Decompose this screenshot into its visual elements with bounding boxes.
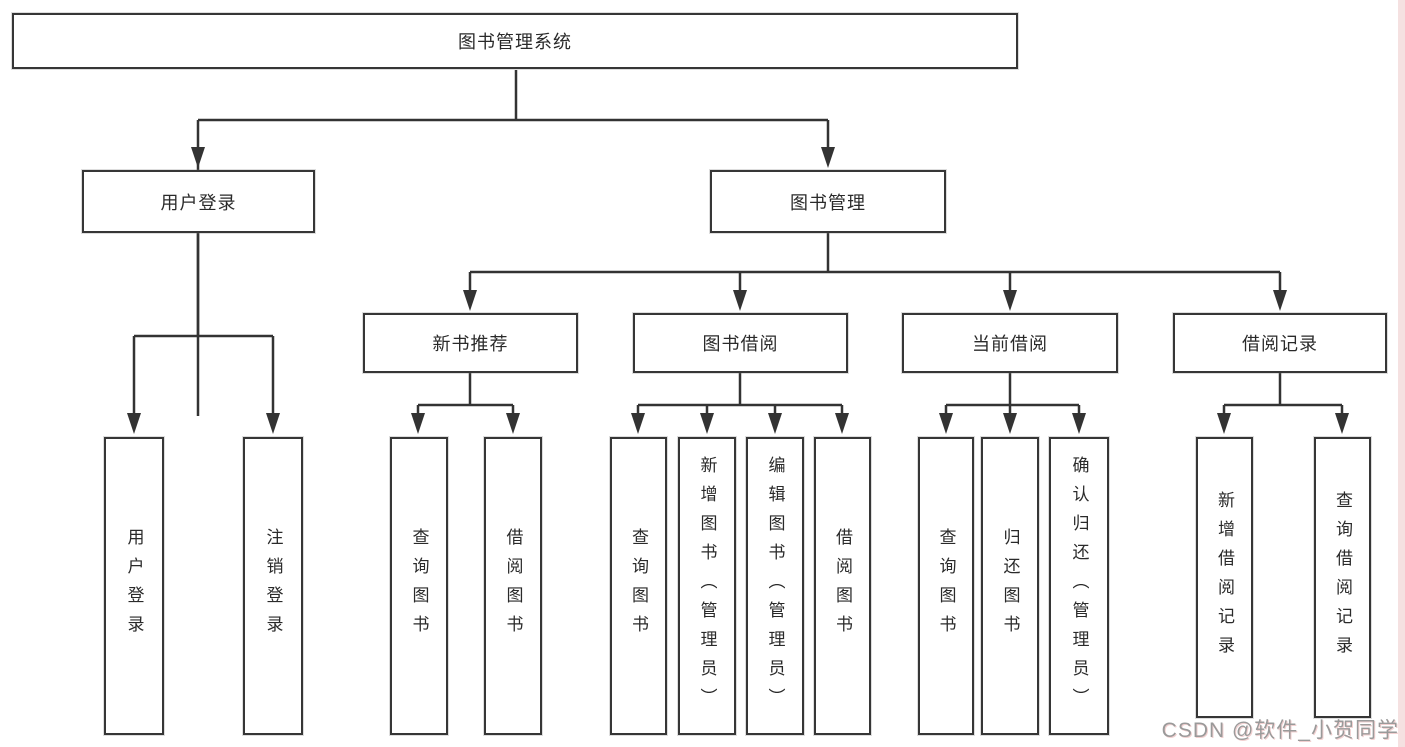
- leaf-query-books-recommend: 查询图书: [390, 437, 448, 735]
- arrowhead-icons: [127, 147, 1349, 434]
- node-new-book-recommend: 新书推荐: [363, 313, 578, 373]
- node-label: 图书管理系统: [458, 32, 572, 52]
- arrow-down-icon: [1003, 290, 1017, 311]
- node-label: 当前借阅: [972, 334, 1048, 354]
- arrow-down-icon: [835, 413, 849, 434]
- edge-borrow-to-leaves: [636, 373, 844, 416]
- leaf-add-books-admin: 新增图书（管理员）: [678, 437, 736, 735]
- arrow-down-icon: [768, 413, 782, 434]
- edge-userlogin-to-leaves: [132, 233, 275, 416]
- right-edge-tint: [1398, 0, 1405, 747]
- node-label: 借阅图书: [833, 528, 852, 644]
- leaf-return-books: 归还图书: [981, 437, 1039, 735]
- node-borrow-records: 借阅记录: [1173, 313, 1387, 373]
- node-label: 确认归还（管理员）: [1069, 455, 1089, 717]
- arrow-down-icon: [411, 413, 425, 434]
- node-label: 借阅图书: [503, 528, 523, 644]
- edge-root-to-level2: [196, 70, 830, 416]
- node-label: 查询图书: [629, 528, 648, 644]
- node-user-login: 用户登录: [82, 170, 315, 233]
- node-label: 图书借阅: [702, 334, 779, 354]
- arrow-down-icon: [631, 413, 645, 434]
- edge-recommend-to-leaves: [416, 373, 515, 416]
- node-label: 查询图书: [936, 528, 956, 644]
- leaf-add-borrow-record: 新增借阅记录: [1196, 437, 1253, 718]
- leaf-query-books-borrow: 查询图书: [610, 437, 667, 735]
- arrow-down-icon: [127, 413, 141, 434]
- leaf-query-borrow-record: 查询借阅记录: [1314, 437, 1371, 718]
- edge-records-to-leaves: [1222, 373, 1344, 416]
- arrow-down-icon: [1273, 290, 1287, 311]
- arrow-down-icon: [1335, 413, 1349, 434]
- arrow-down-icon: [506, 413, 520, 434]
- node-book-borrow: 图书借阅: [633, 313, 848, 373]
- arrow-down-icon: [1072, 413, 1086, 434]
- arrow-down-icon: [191, 147, 205, 168]
- leaf-logout: 注销登录: [243, 437, 303, 735]
- edge-bookmgmt-to-level3: [468, 233, 1282, 293]
- arrow-down-icon: [1217, 413, 1231, 434]
- node-label: 注销登录: [263, 528, 283, 644]
- node-label: 借阅记录: [1242, 334, 1318, 354]
- arrow-down-icon: [821, 147, 835, 168]
- arrow-down-icon: [700, 413, 714, 434]
- arrow-down-icon: [463, 290, 477, 311]
- node-book-management: 图书管理: [710, 170, 946, 233]
- leaf-borrow-books: 借阅图书: [814, 437, 871, 735]
- leaf-confirm-return-admin: 确认归还（管理员）: [1049, 437, 1109, 735]
- csdn-watermark: CSDN @软件_小贺同学: [1161, 719, 1399, 742]
- node-current-borrow: 当前借阅: [902, 313, 1118, 373]
- node-label: 查询借阅记录: [1333, 490, 1352, 665]
- node-label: 编辑图书（管理员）: [765, 455, 785, 717]
- leaf-edit-books-admin: 编辑图书（管理员）: [746, 437, 804, 735]
- node-label: 新增借阅记录: [1215, 490, 1234, 665]
- edge-current-to-leaves: [944, 373, 1081, 416]
- node-library-management-system: 图书管理系统: [12, 13, 1018, 69]
- arrow-down-icon: [266, 413, 280, 434]
- arrow-down-icon: [1003, 413, 1017, 434]
- node-label: 用户登录: [160, 192, 237, 213]
- leaf-user-login: 用户登录: [104, 437, 164, 735]
- node-label: 归还图书: [1000, 528, 1020, 644]
- node-label: 查询图书: [409, 528, 429, 644]
- node-label: 图书管理: [790, 192, 866, 213]
- leaf-query-books-current: 查询图书: [918, 437, 974, 735]
- node-label: 新增图书（管理员）: [697, 455, 717, 717]
- node-label: 新书推荐: [432, 334, 509, 354]
- node-label: 用户登录: [124, 528, 144, 644]
- leaf-borrow-books-recommend: 借阅图书: [484, 437, 542, 735]
- arrow-down-icon: [939, 413, 953, 434]
- arrow-down-icon: [733, 290, 747, 311]
